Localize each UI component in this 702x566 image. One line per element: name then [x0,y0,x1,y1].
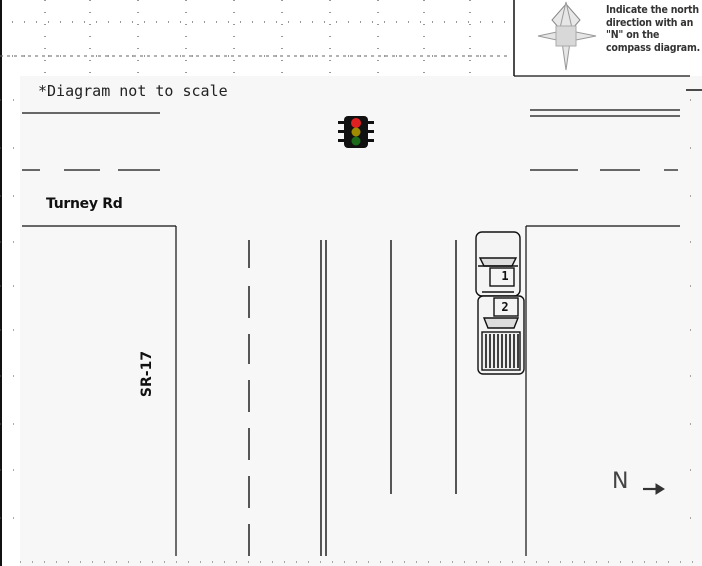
vehicle-1 [475,231,521,297]
sr17-edges [175,226,527,556]
sr17-lane-lines [390,240,457,494]
traffic-light-icon [338,116,374,148]
vehicle-2-label: 2 [501,300,509,314]
vehicle-1-label: 1 [501,269,509,283]
sr17-label: SR-17 [139,350,155,398]
compass-instruction: Indicate the north direction with an "N"… [606,4,701,54]
compass-icon [537,1,597,71]
diagram-area [20,76,702,566]
turney-rd-label: Turney Rd [46,196,123,212]
sr17-double-centerline [320,240,327,556]
turney-rd-edges [22,109,680,227]
vehicle-2 [477,295,525,375]
north-arrow-icon [643,483,665,495]
diagram-note: *Diagram not to scale [38,82,228,100]
north-label: N [612,469,629,494]
